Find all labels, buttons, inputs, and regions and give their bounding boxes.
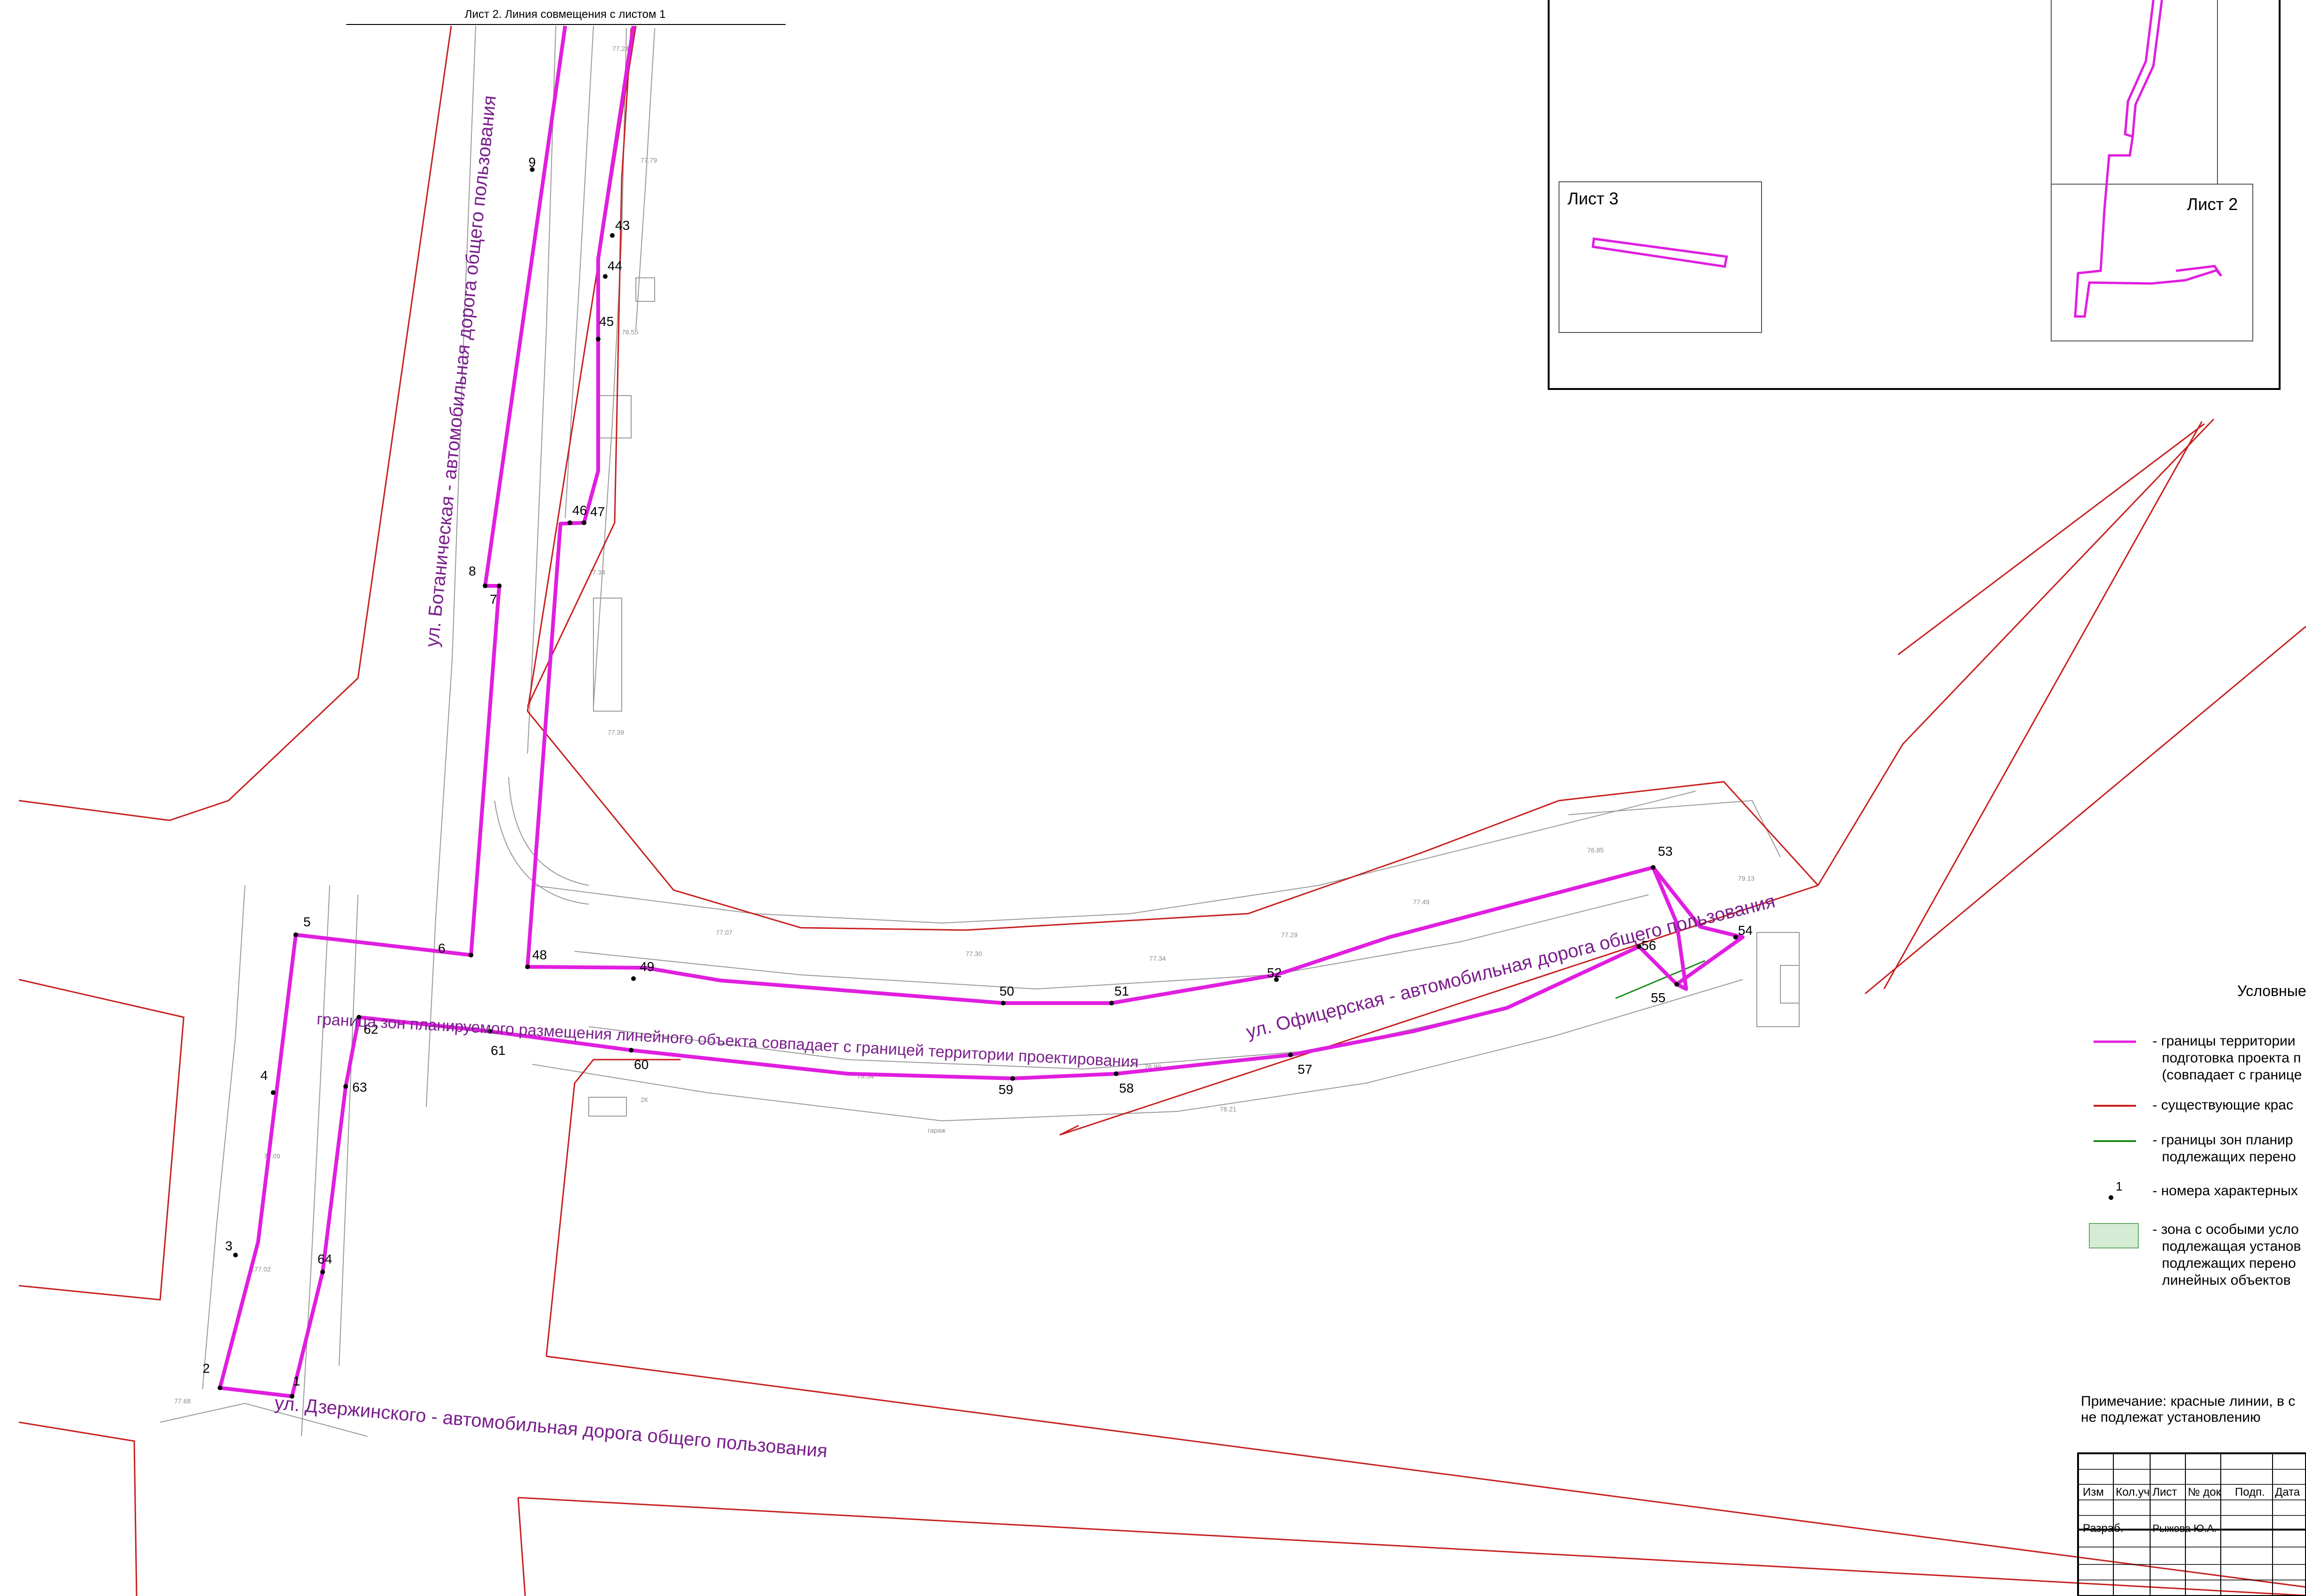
point-2: 2 bbox=[203, 1361, 210, 1376]
topo-survey bbox=[160, 25, 1800, 1437]
point-50: 50 bbox=[999, 984, 1014, 998]
svg-text:76.85: 76.85 bbox=[1587, 846, 1604, 854]
svg-text:77.39: 77.39 bbox=[608, 729, 624, 736]
legend-item-points: - номера характерных bbox=[2152, 1183, 2298, 1199]
tb-kol: Кол.уч bbox=[2116, 1486, 2150, 1499]
street-dzerzhinskogo: ул. Дзержинского - автомобильная дорога … bbox=[274, 1393, 828, 1461]
point-55: 55 bbox=[1651, 990, 1665, 1005]
legend-item-special-zone: - зона с особыми усло подлежащая установ… bbox=[2152, 1222, 2305, 1288]
sheet-header-text: Лист 2. Линия совмещения с листом 1 bbox=[465, 8, 666, 21]
note: Примечание: красные линии, в с не подлеж… bbox=[2081, 1393, 2299, 1425]
point-6: 6 bbox=[438, 941, 446, 956]
legend-point-sample: 1 bbox=[2116, 1179, 2122, 1193]
point-8: 8 bbox=[469, 564, 476, 578]
point-labels: 1 2 3 4 5 6 7 8 9 43 44 45 46 47 48 49 5… bbox=[203, 155, 1753, 1388]
point-43: 43 bbox=[615, 218, 630, 233]
point-49: 49 bbox=[640, 959, 654, 974]
legend-item-red-lines: - существующие крас bbox=[2152, 1097, 2293, 1113]
point-54: 54 bbox=[1738, 923, 1753, 938]
svg-text:77.02: 77.02 bbox=[254, 1265, 271, 1273]
point-62: 62 bbox=[364, 1022, 378, 1037]
title-block bbox=[2077, 1452, 2306, 1596]
legend-item-boundary: - границы территории подготовка проекта … bbox=[2152, 1033, 2305, 1083]
svg-text:76.55: 76.55 bbox=[622, 328, 638, 336]
point-47: 47 bbox=[590, 504, 605, 519]
tb-ndok: № док bbox=[2188, 1486, 2221, 1499]
point-58: 58 bbox=[1119, 1081, 1134, 1095]
point-64: 64 bbox=[317, 1252, 332, 1266]
svg-text:77.68: 77.68 bbox=[174, 1397, 191, 1405]
point-46: 46 bbox=[572, 503, 587, 518]
street-labels: ул. Ботаническая - автомобильная дорога … bbox=[274, 94, 1777, 1461]
key-map-sheet2-frame bbox=[2051, 184, 2253, 341]
point-45: 45 bbox=[599, 314, 614, 329]
tb-podp: Подп. bbox=[2235, 1486, 2265, 1499]
svg-text:2К: 2К bbox=[641, 1096, 649, 1103]
key-map-sheet3-label: Лист 3 bbox=[1567, 189, 1618, 208]
svg-text:77.24: 77.24 bbox=[612, 45, 629, 52]
project-boundary bbox=[218, 25, 1745, 1398]
svg-text:77.34: 77.34 bbox=[589, 568, 605, 576]
svg-text:77.30: 77.30 bbox=[966, 950, 982, 957]
tb-list: Лист bbox=[2152, 1486, 2177, 1499]
key-map: Лист 3 Лист 2 bbox=[1548, 0, 2281, 390]
point-53: 53 bbox=[1658, 844, 1673, 859]
svg-text:77.79: 77.79 bbox=[641, 156, 657, 164]
title-block-labels: Изм Кол.уч Лист № док Подп. Дата Разраб.… bbox=[2083, 1486, 2300, 1535]
point-48: 48 bbox=[532, 948, 547, 962]
svg-text:77.07: 77.07 bbox=[716, 929, 732, 936]
point-51: 51 bbox=[1114, 984, 1129, 998]
point-9: 9 bbox=[528, 155, 536, 170]
svg-text:77.34: 77.34 bbox=[1149, 955, 1166, 962]
svg-text:гараж: гараж bbox=[928, 1126, 946, 1134]
point-3: 3 bbox=[225, 1239, 233, 1253]
svg-text:77.09: 77.09 bbox=[264, 1152, 280, 1160]
red-lines bbox=[18, 25, 2306, 1596]
point-7: 7 bbox=[490, 592, 497, 607]
point-59: 59 bbox=[999, 1082, 1013, 1097]
tb-izm: Изм bbox=[2083, 1486, 2104, 1499]
tb-razrab: Разраб. bbox=[2083, 1522, 2123, 1535]
survey-elevations: 77.24 77.79 76.55 77.34 77.39 77.07 77.3… bbox=[174, 45, 1754, 1405]
svg-text:78.21: 78.21 bbox=[1220, 1105, 1236, 1113]
point-5: 5 bbox=[303, 915, 311, 929]
svg-text:77.49: 77.49 bbox=[1413, 898, 1429, 906]
point-63: 63 bbox=[352, 1080, 367, 1094]
point-4: 4 bbox=[260, 1068, 268, 1083]
key-map-sheet3-frame bbox=[1559, 181, 1762, 333]
legend: Условные - границы территории подготовка… bbox=[2089, 982, 2306, 1288]
point-1: 1 bbox=[293, 1374, 300, 1388]
point-52: 52 bbox=[1267, 965, 1282, 980]
svg-text:79.13: 79.13 bbox=[1738, 875, 1754, 882]
legend-item-zones: - границы зон планир подлежащих перено bbox=[2152, 1132, 2297, 1165]
boundary-east-spur bbox=[1651, 866, 1745, 986]
sheet-header: Лист 2. Линия совмещения с листом 1 bbox=[346, 8, 786, 25]
legend-title: Условные bbox=[2237, 982, 2306, 999]
street-ofitserskaya: ул. Офицерская - автомобильная дорога об… bbox=[1244, 891, 1778, 1043]
boundary-botanicheskaya bbox=[218, 25, 1688, 1398]
legend-zone-swatch bbox=[2089, 1223, 2139, 1248]
svg-text:77.29: 77.29 bbox=[1281, 931, 1298, 939]
point-56: 56 bbox=[1641, 938, 1656, 953]
point-dots bbox=[218, 167, 1738, 1399]
green-zone bbox=[1615, 960, 1705, 999]
key-map-sheet2-label: Лист 2 bbox=[2187, 194, 2238, 214]
tb-data: Дата bbox=[2275, 1486, 2300, 1499]
point-60: 60 bbox=[634, 1057, 649, 1072]
point-57: 57 bbox=[1298, 1062, 1312, 1077]
tb-author: Рыжова Ю.А. bbox=[2152, 1523, 2217, 1534]
point-61: 61 bbox=[491, 1043, 505, 1058]
note-text: Примечание: красные линии, в с не подлеж… bbox=[2081, 1393, 2299, 1425]
point-44: 44 bbox=[608, 259, 622, 273]
